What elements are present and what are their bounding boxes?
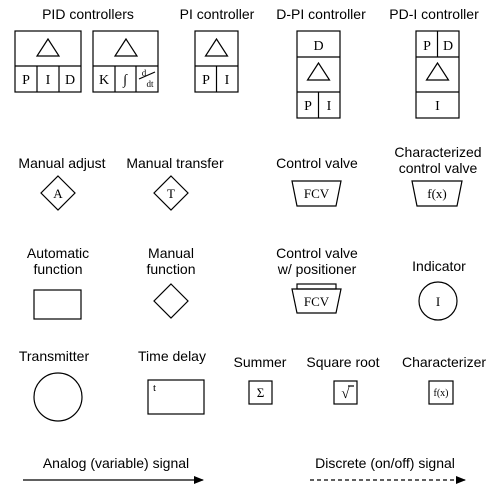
square-root-symbol: √ (333, 380, 358, 405)
d-pi-controller-symbol: D P I (296, 30, 341, 119)
control-valve-positioner-fcv-label: FCV (304, 294, 330, 309)
pd-i-d-label: D (443, 39, 453, 54)
pid-i-label: I (46, 73, 51, 88)
pid-controller-math-symbol: K ∫ d dt (92, 30, 159, 93)
manual-transfer-label: Manual transfer (126, 155, 224, 171)
pd-i-p-label: P (423, 39, 431, 54)
pd-i-controller-symbol: P D I (415, 30, 460, 119)
pd-i-controller-label: PD-I controller (389, 6, 479, 22)
triangle-icon (204, 37, 229, 57)
pid-p-label: P (22, 73, 30, 88)
d-pi-d-label: D (313, 39, 323, 54)
indicator-symbol: I (418, 281, 458, 321)
manual-adjust-symbol: A (40, 175, 76, 211)
pid-d-label: D (65, 73, 75, 88)
sigma-icon: Σ (257, 385, 265, 400)
manual-function-label-line1: Manual (148, 245, 194, 261)
d-pi-controller-label: D-PI controller (276, 6, 366, 22)
trapezoid-icon (411, 180, 463, 207)
pid-controllers-label: PID controllers (42, 6, 134, 22)
manual-function-label-line2: function (146, 261, 195, 277)
discrete-signal-label: Discrete (on/off) signal (315, 455, 455, 471)
positioner-bar (296, 283, 337, 290)
manual-transfer-symbol: T (153, 175, 189, 211)
d-pi-i-label: I (327, 99, 332, 114)
triangle-icon (113, 37, 139, 57)
pi-controller-label: PI controller (180, 6, 255, 22)
indicator-label: Indicator (412, 258, 466, 274)
transmitter-label: Transmitter (19, 348, 90, 364)
circle-icon (418, 281, 458, 321)
indicator-i-label: I (436, 294, 440, 309)
pid-k-label: K (99, 73, 109, 88)
derivative-dt-label: dt (146, 79, 154, 89)
time-delay-symbol: t (147, 379, 205, 415)
time-delay-t-label: t (153, 382, 156, 394)
integral-icon: ∫ (122, 73, 128, 88)
triangle-icon (306, 61, 331, 81)
transmitter-circle-icon (33, 372, 83, 422)
diamond-icon (153, 175, 189, 211)
square-root-icon: √ (341, 386, 350, 402)
control-valve-fcv-label: FCV (304, 186, 330, 201)
manual-adjust-a-label: A (53, 186, 63, 201)
time-delay-label: Time delay (138, 348, 206, 364)
d-pi-p-label: P (304, 99, 312, 114)
triangle-icon (425, 61, 450, 81)
control-valve-positioner-label-line2: w/ positioner (277, 261, 357, 277)
pi-i-label: I (225, 73, 230, 88)
characterizer-fx-label: f(x) (434, 388, 449, 399)
characterizer-symbol: f(x) (428, 380, 454, 405)
pd-i-i-label: I (435, 99, 440, 114)
control-valve-positioner-label-line1: Control valve (276, 245, 358, 261)
summer-symbol: Σ (248, 380, 273, 405)
characterized-valve-symbol: f(x) (411, 180, 463, 207)
characterized-valve-fx-label: f(x) (427, 186, 447, 201)
analog-signal-label: Analog (variable) signal (43, 455, 189, 471)
pid-controller-symbol: P I D (14, 30, 82, 93)
pi-controller-symbol: P I (194, 30, 239, 93)
trapezoid-icon (291, 288, 342, 314)
automatic-function-label-line2: function (33, 261, 82, 277)
summer-label: Summer (234, 354, 287, 370)
manual-function-diamond-icon (153, 283, 189, 319)
characterizer-label: Characterizer (402, 354, 486, 370)
manual-adjust-label: Manual adjust (18, 155, 105, 171)
characterized-valve-label-line1: Characterized (394, 144, 481, 160)
pi-p-label: P (202, 73, 210, 88)
control-valve-label: Control valve (276, 155, 358, 171)
control-valve-symbol: FCV (291, 180, 342, 207)
triangle-icon (35, 37, 61, 57)
trapezoid-icon (291, 180, 342, 207)
manual-transfer-t-label: T (167, 186, 175, 201)
automatic-function-label-line1: Automatic (27, 245, 89, 261)
diamond-icon (40, 175, 76, 211)
characterized-valve-label-line2: control valve (399, 160, 478, 176)
control-valve-positioner-symbol: FCV (291, 283, 342, 314)
derivative-d-label: d (142, 68, 147, 78)
square-root-label: Square root (306, 354, 379, 370)
automatic-function-symbol (33, 289, 82, 320)
